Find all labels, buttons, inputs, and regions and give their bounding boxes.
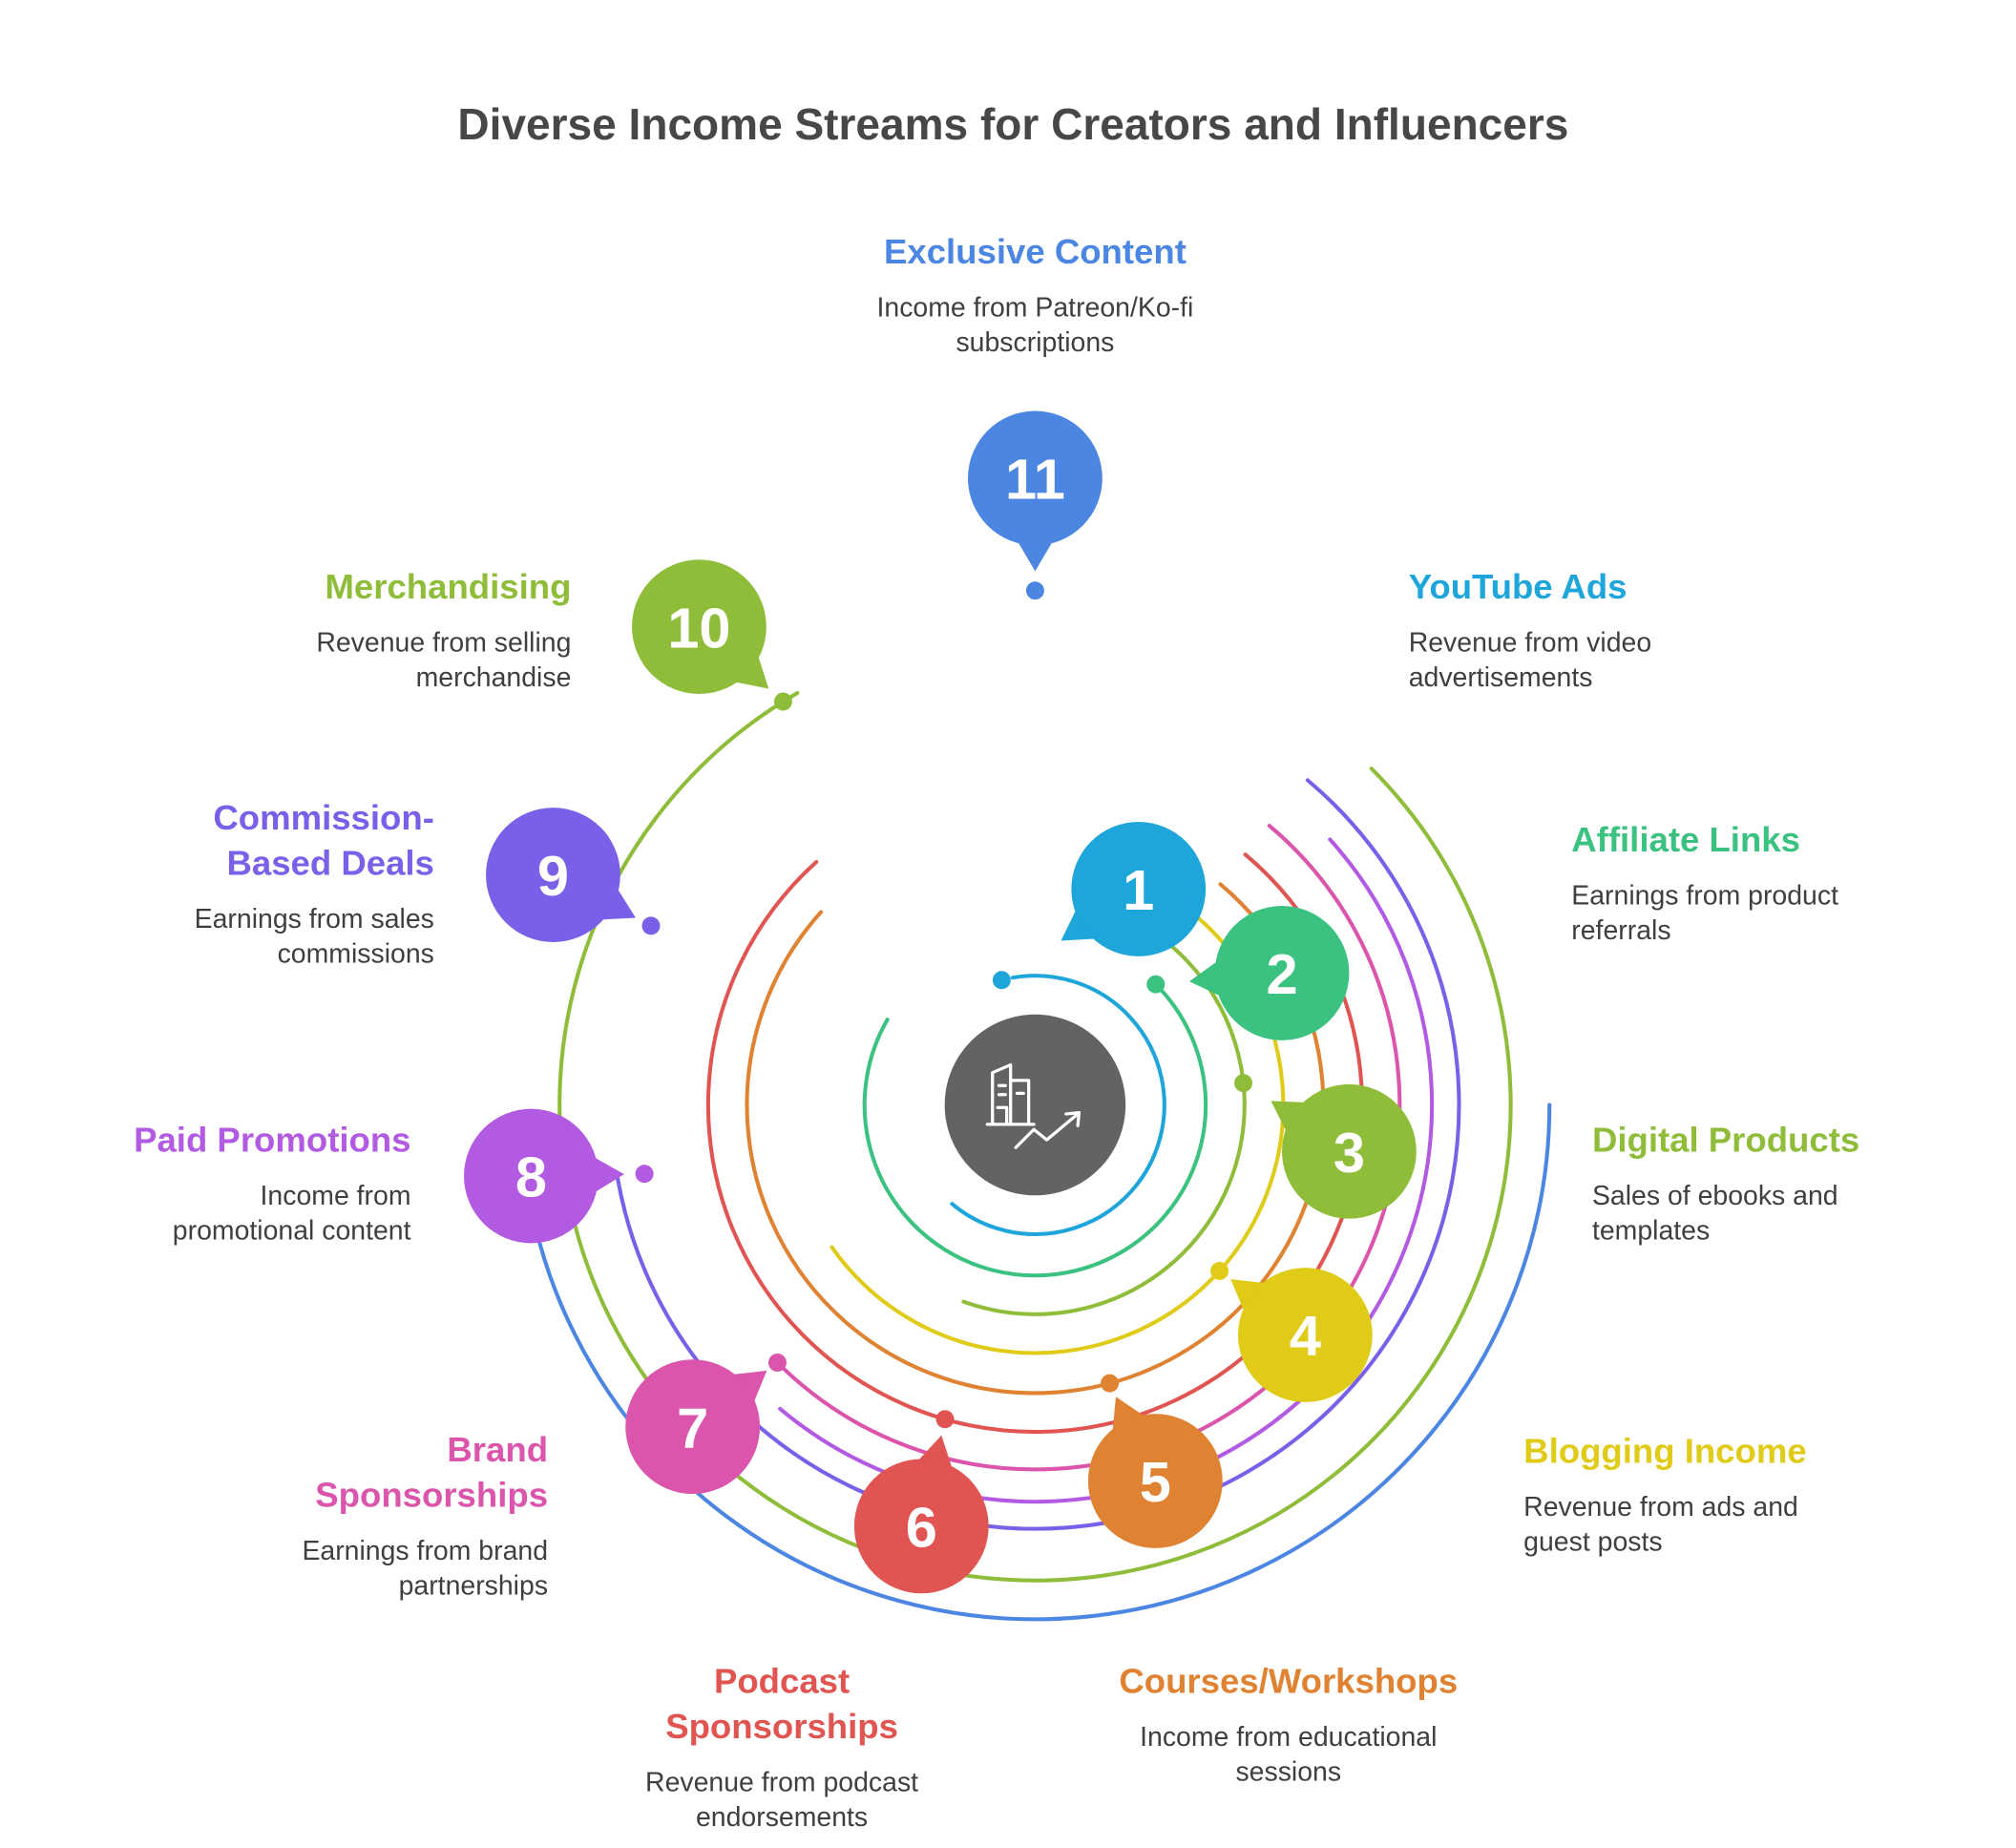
- marker-number-11: 11: [1005, 448, 1065, 512]
- ring-dot-2: [1146, 975, 1166, 994]
- marker-number-10: 10: [667, 596, 730, 660]
- stream-title: Merchandising: [325, 567, 572, 606]
- ring-dot-6: [935, 1410, 955, 1429]
- stream-description: Income from promotional content: [172, 1181, 411, 1247]
- stream-title: Affiliate Links: [1571, 820, 1800, 860]
- stream-description: Sales of ebooks and templates: [1591, 1181, 1838, 1247]
- marker-9: 9: [486, 808, 636, 942]
- ring-dot-7: [767, 1354, 787, 1372]
- marker-4: 4: [1230, 1268, 1373, 1402]
- stream-title: Blogging Income: [1523, 1432, 1807, 1471]
- ring-dot-9: [641, 916, 661, 935]
- marker-1: 1: [1060, 822, 1207, 956]
- stream-description: Earnings from product referrals: [1571, 881, 1838, 947]
- marker-number-2: 2: [1266, 942, 1297, 1006]
- stream-title: YouTube Ads: [1408, 567, 1628, 606]
- ring-dot-5: [1101, 1374, 1120, 1393]
- ring-10: [557, 691, 1513, 1583]
- marker-number-9: 9: [537, 844, 569, 908]
- stream-description: Revenue from ads and guest posts: [1523, 1492, 1798, 1558]
- stream-description: Revenue from video advertisements: [1408, 627, 1652, 693]
- stream-description: Income from educational sessions: [1140, 1722, 1438, 1788]
- marker-number-5: 5: [1140, 1450, 1171, 1514]
- ring-2: [862, 982, 1208, 1278]
- ring-dot-10: [773, 692, 792, 711]
- marker-11: 11: [968, 410, 1102, 572]
- stream-description: Revenue from selling merchandise: [316, 627, 572, 693]
- ring-dot-1: [992, 971, 1011, 990]
- ring-dots-layer: [635, 581, 1253, 1429]
- stream-title: Commission-Based Deals: [213, 798, 434, 883]
- ring-5: [745, 882, 1326, 1396]
- ring-dot-4: [1210, 1261, 1229, 1280]
- marker-number-1: 1: [1123, 858, 1154, 922]
- stream-title: Courses/Workshops: [1119, 1662, 1459, 1701]
- stream-title: Digital Products: [1591, 1120, 1860, 1160]
- stream-description: Earnings from brand partnerships: [302, 1536, 549, 1602]
- stream-description: Income from Patreon/Ko-fi subscriptions: [876, 293, 1194, 359]
- marker-2: 2: [1188, 906, 1350, 1040]
- ring-dot-3: [1234, 1074, 1253, 1093]
- stream-title: Brand Sponsorships: [315, 1430, 549, 1515]
- marker-number-3: 3: [1334, 1121, 1365, 1185]
- building-growth-chart-icon: [985, 1062, 1082, 1149]
- marker-number-7: 7: [677, 1396, 708, 1460]
- ring-dot-8: [635, 1165, 654, 1184]
- ring-dot-11: [1025, 581, 1044, 600]
- stream-description: Revenue from podcast endorsements: [645, 1768, 919, 1833]
- marker-10: 10: [632, 559, 769, 695]
- marker-7: 7: [625, 1359, 767, 1495]
- center-hub: [944, 1014, 1126, 1196]
- diagram-title: Diverse Income Streams for Creators and …: [457, 100, 1569, 151]
- marker-number-4: 4: [1290, 1304, 1321, 1368]
- marker-3: 3: [1270, 1083, 1417, 1219]
- stream-description: Earnings from sales commissions: [194, 904, 434, 970]
- stream-title: Exclusive Content: [883, 232, 1186, 272]
- marker-5: 5: [1087, 1396, 1223, 1548]
- ring-11: [526, 1102, 1552, 1622]
- stream-title: Paid Promotions: [134, 1120, 411, 1160]
- number-markers-layer: 1 2 3 4 5 6 7 8 9 10 11: [464, 410, 1417, 1594]
- marker-number-8: 8: [515, 1145, 547, 1209]
- ring-1: [950, 974, 1166, 1236]
- stream-title: Podcast Sponsorships: [665, 1662, 898, 1747]
- marker-6: 6: [853, 1435, 989, 1594]
- marker-number-6: 6: [906, 1496, 937, 1560]
- ring-6: [705, 852, 1364, 1435]
- marker-8: 8: [464, 1108, 624, 1244]
